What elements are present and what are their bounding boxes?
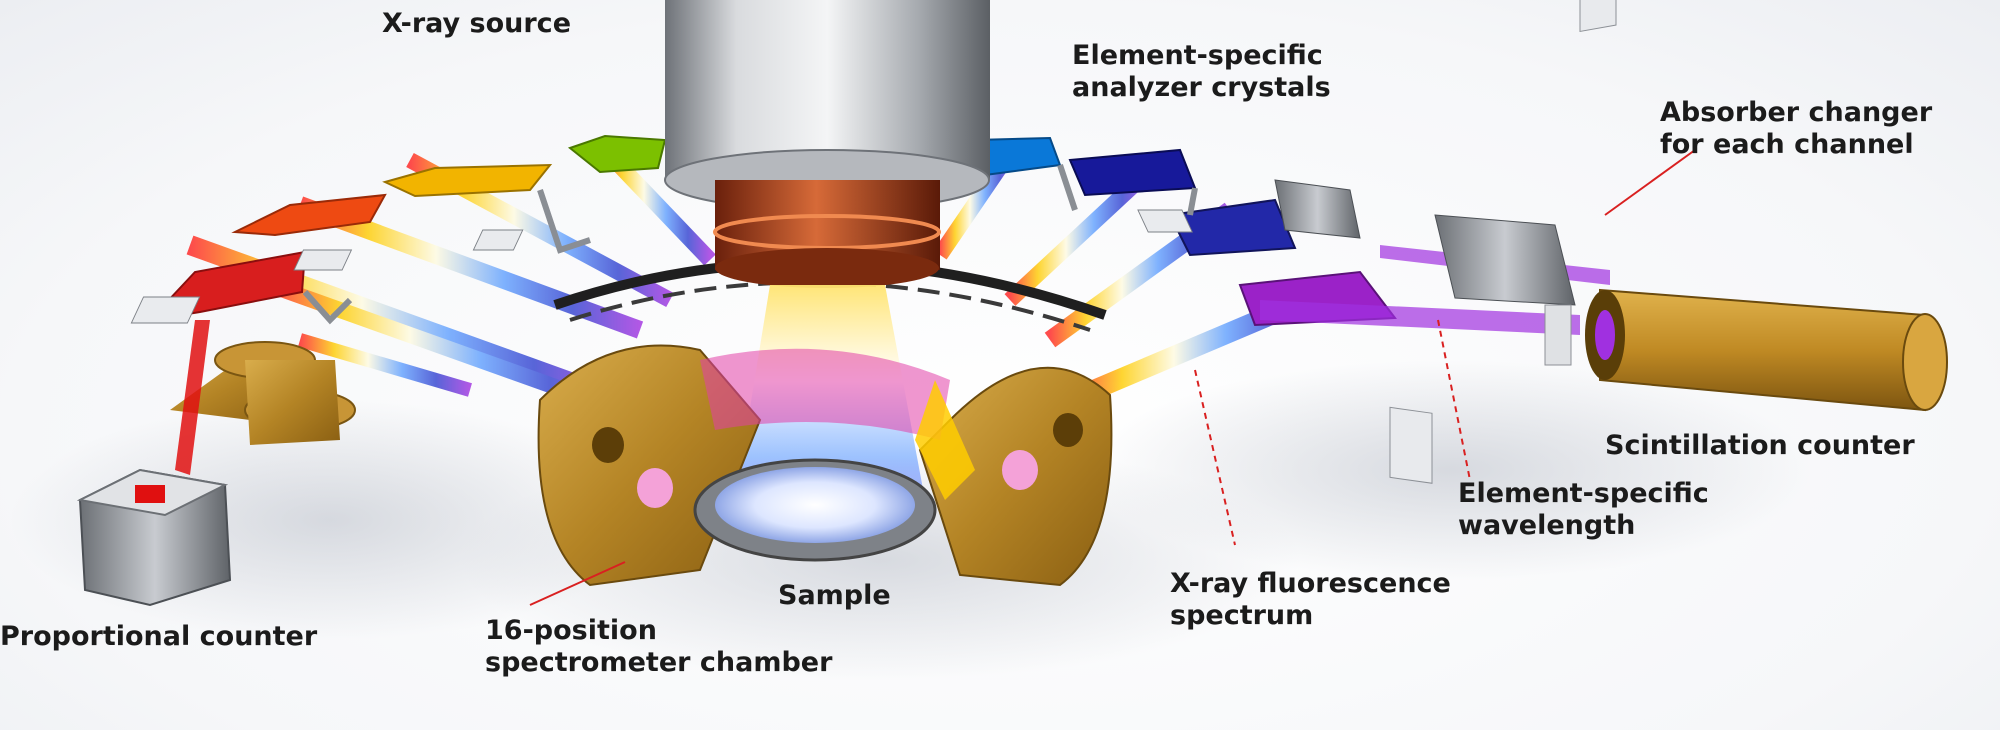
floor-shadow-right [1090, 360, 1810, 580]
small-mirror-right-1 [1137, 209, 1193, 233]
label-spectrometer-chamber-line-1: 16-position [485, 615, 657, 646]
crystal-bracket-2 [537, 189, 591, 254]
sample-holder [693, 458, 937, 562]
chamber-inner-glow [700, 348, 950, 440]
proportional-counter-assembly [76, 320, 356, 607]
small-mirror-left-2 [472, 229, 524, 251]
chamber-hole-3 [1002, 450, 1038, 490]
crystal-bracket-4 [1187, 187, 1198, 216]
crystal-orange-red [231, 193, 387, 237]
absorber-plate-1 [1389, 406, 1433, 484]
sample-surface [715, 467, 915, 543]
crystal-navy [1168, 198, 1297, 257]
label-scintillation-counter: Scintillation counter [1605, 430, 1915, 461]
label-fluorescence-spectrum-line-2: spectrum [1170, 600, 1314, 631]
label-spectrometer-chamber: 16-position spectrometer chamber [485, 615, 832, 679]
label-absorber-changer-line-1: Absorber changer [1660, 97, 1933, 128]
label-proportional-counter: Proportional counter [0, 621, 318, 652]
label-xray-source: X-ray source [382, 8, 571, 39]
ray-10 [298, 333, 472, 397]
small-mirror-left-1 [130, 296, 201, 324]
crystal-bracket-3 [1057, 164, 1078, 211]
xray-tube [664, 0, 990, 500]
leader-lines [529, 149, 1696, 606]
label-element-wavelength-line-2: wavelength [1458, 510, 1636, 541]
crystal-bracket-1 [302, 290, 353, 325]
leader-spectrum [1194, 369, 1236, 546]
ray-3 [296, 196, 644, 339]
spectrometer-chamber [537, 344, 1113, 587]
chamber-hole-2 [637, 468, 673, 508]
crystal-green [567, 134, 667, 174]
label-fluorescence-spectrum-line-1: X-ray fluorescence [1170, 568, 1451, 599]
violet-beam-1 [1260, 300, 1580, 335]
absorber-housing-1 [1274, 179, 1361, 239]
scintillation-counter-core [1595, 310, 1615, 360]
chamber-hole-4 [1053, 413, 1083, 447]
label-element-wavelength: Element-specific wavelength [1458, 478, 1709, 542]
red-beam-left [175, 320, 210, 475]
label-analyzer-crystals: Element-specific analyzer crystals [1072, 40, 1331, 104]
xray-tube-collar-ring-2 [715, 248, 939, 288]
absorber-plate-3 [1544, 304, 1572, 366]
chamber-inner-yellow [915, 380, 975, 500]
label-spectrometer-chamber-line-2: spectrometer chamber [485, 647, 833, 678]
chamber-hole-1 [592, 427, 624, 463]
absorber-plate-2 [1579, 0, 1617, 32]
crystal-yellow [382, 163, 553, 198]
proportional-counter-window [135, 485, 165, 503]
label-sample: Sample [778, 580, 891, 611]
label-element-wavelength-line-1: Element-specific [1458, 478, 1709, 509]
absorber-housing-2 [1434, 214, 1576, 306]
scintillation-counter-assembly [1260, 0, 1948, 484]
label-absorber-changer-line-2: for each channel [1660, 129, 1914, 160]
leader-wavelength [1437, 319, 1471, 481]
leader-absorber [1604, 149, 1696, 216]
scintillation-counter-end [1902, 313, 1948, 411]
label-analyzer-crystals-line-2: analyzer crystals [1072, 72, 1331, 103]
crystal-dark-blue [1068, 148, 1197, 197]
analyzer-crystals-left [130, 134, 667, 325]
small-mirror-left-3 [293, 249, 353, 271]
leader-chamber [529, 561, 626, 606]
label-absorber-changer: Absorber changer for each channel [1660, 97, 1932, 161]
label-fluorescence-spectrum: X-ray fluorescence spectrum [1170, 568, 1451, 632]
detector-body-gold [245, 360, 340, 445]
label-analyzer-crystals-line-1: Element-specific [1072, 40, 1323, 71]
